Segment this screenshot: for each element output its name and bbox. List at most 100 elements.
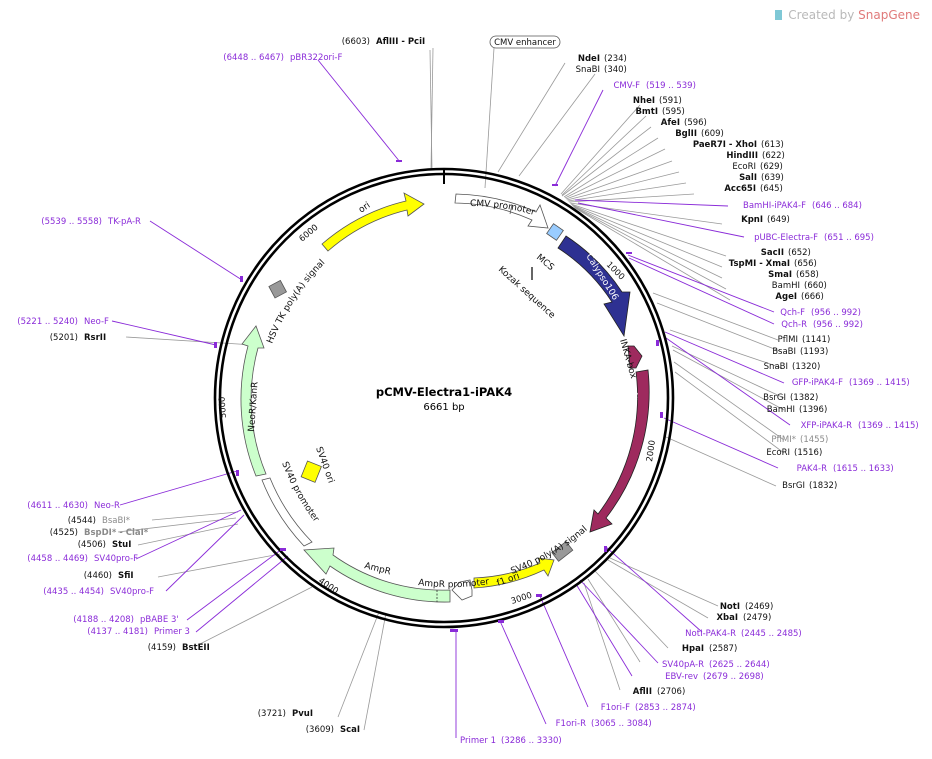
site-label: ScaI [340,725,360,735]
site-position: (4458 .. 4469) [27,554,88,564]
tick-5000: 5000 [218,396,229,418]
site-label: Primer 3 [154,627,190,637]
right-site-labels: NdeI(234)SnaBI(340)CMV-F(519 .. 539)NheI… [576,54,919,491]
site-position: (4525) [50,528,78,538]
site-position: (609) [701,129,724,139]
site-position: (652) [788,248,811,258]
label-neor-kanr: NeoR/KanR [247,381,260,432]
site-position: (1396) [799,405,827,415]
site-label: BstEII [182,643,210,653]
feature-sv40-promoter-arrow [261,477,313,547]
plasmid-size: 6661 bp [423,402,464,413]
site-label: SfiI [118,571,134,581]
site-label: SalI [739,173,757,183]
site-label: NotI [720,602,740,612]
site-label: AflII [633,687,652,697]
feature-ampr-arrow [303,547,451,603]
feature-cmv-promoter-arrow [454,193,549,229]
site-position: (4159) [148,643,176,653]
site-position: (622) [762,151,785,161]
feature-sv40-ori-box [300,460,322,483]
site-label: SV40pro-F [110,587,154,597]
primer-marks [214,160,663,632]
site-label: HpaI [682,644,704,654]
site-label: AfeI [661,118,680,128]
feature-hsv-tk-polya-box [268,279,288,299]
tick-2000: 2000 [645,440,658,463]
site-position: (1455) [800,435,828,445]
site-position: (1320) [792,362,820,372]
site-position: (656) [794,259,817,269]
site-position: (645) [760,184,783,194]
label-mcs: MCS [534,253,556,274]
site-label: TK-pA-R [107,217,141,227]
site-position: (3609) [306,725,334,735]
site-label: RsrII [84,333,106,343]
plasmid-name: pCMV-Electra1-iPAK4 [376,385,512,399]
site-position: (4137 .. 4181) [87,627,148,637]
cmv-enhancer-pill [489,35,561,49]
site-label: BamHI [767,405,795,415]
site-label: F1ori-R [556,719,586,729]
site-position: (2853 .. 2874) [635,703,696,713]
site-position: (646 .. 684) [812,201,862,211]
site-label: NdeI [578,54,600,64]
site-position: (1369 .. 1415) [849,378,910,388]
leader-lines [117,47,785,731]
site-label: pBABE 3' [140,615,179,625]
bottom-site-labels: NotI(2469)XbaI(2479)NotI-PAK4-R(2445 .. … [460,602,802,746]
site-label: pBR322ori-F [290,53,342,63]
site-label: F1ori-F [601,703,630,713]
feature-ampr-promoter-arrow [451,579,473,601]
site-label: CMV-F [613,81,640,91]
feature-inka-box-arrow [627,345,643,369]
site-label: SmaI [768,270,792,280]
site-position: (2706) [657,687,685,697]
site-label: SacII [761,248,784,258]
site-position: (1193) [800,347,828,357]
site-position: (1369 .. 1415) [858,421,919,431]
site-position: (629) [760,162,783,172]
site-position: (4188 .. 4208) [73,615,134,625]
site-position: (2445 .. 2485) [741,629,802,639]
feature-sv40-polya-box [551,540,574,562]
site-label: PflMI* [771,435,796,445]
site-label: BsaBI* [102,516,130,526]
site-position: (658) [796,270,819,280]
site-position: (649) [767,215,790,225]
site-label: BsaBI [772,347,796,357]
site-position: (1141) [802,335,830,345]
site-position: (595) [662,107,685,117]
site-position: (4460) [84,571,112,581]
label-kozak: Kozak sequence [496,265,557,321]
site-label: pUBC-Electra-F [754,233,818,243]
tick-4000: 4000 [316,576,340,596]
site-position: (234) [604,54,627,64]
site-label: BmtI [635,107,658,117]
cmv-promoter-divider [509,204,513,215]
label-f1-ori: f1 ori [496,571,521,588]
site-label: Qch-F [780,308,805,318]
site-position: (5201) [50,333,78,343]
site-label: StuI [112,540,131,550]
site-position: (3286 .. 3330) [501,736,562,746]
site-label: EBV-rev [665,672,698,682]
site-position: (2587) [709,644,737,654]
site-label: AflIII - PciI [376,37,425,47]
site-label: XbaI [716,613,738,623]
snapgene-watermark: Created by SnapGene [775,8,920,22]
site-position: (956 .. 992) [813,320,863,330]
label-pak4cat: Pak4cat [627,392,641,429]
site-label: Primer 1 [460,736,496,746]
snapgene-logo-icon [775,10,783,20]
site-position: (3065 .. 3084) [591,719,652,729]
site-label: XFP-iPAK4-R [801,421,853,431]
site-position: (666) [801,292,824,302]
site-label: BglII [675,129,697,139]
site-label: AgeI [775,292,797,302]
site-label: PvuI [292,709,313,719]
site-position: (6603) [342,37,370,47]
site-position: (660) [804,281,827,291]
feature-neor-kanr-arrow [240,325,267,477]
